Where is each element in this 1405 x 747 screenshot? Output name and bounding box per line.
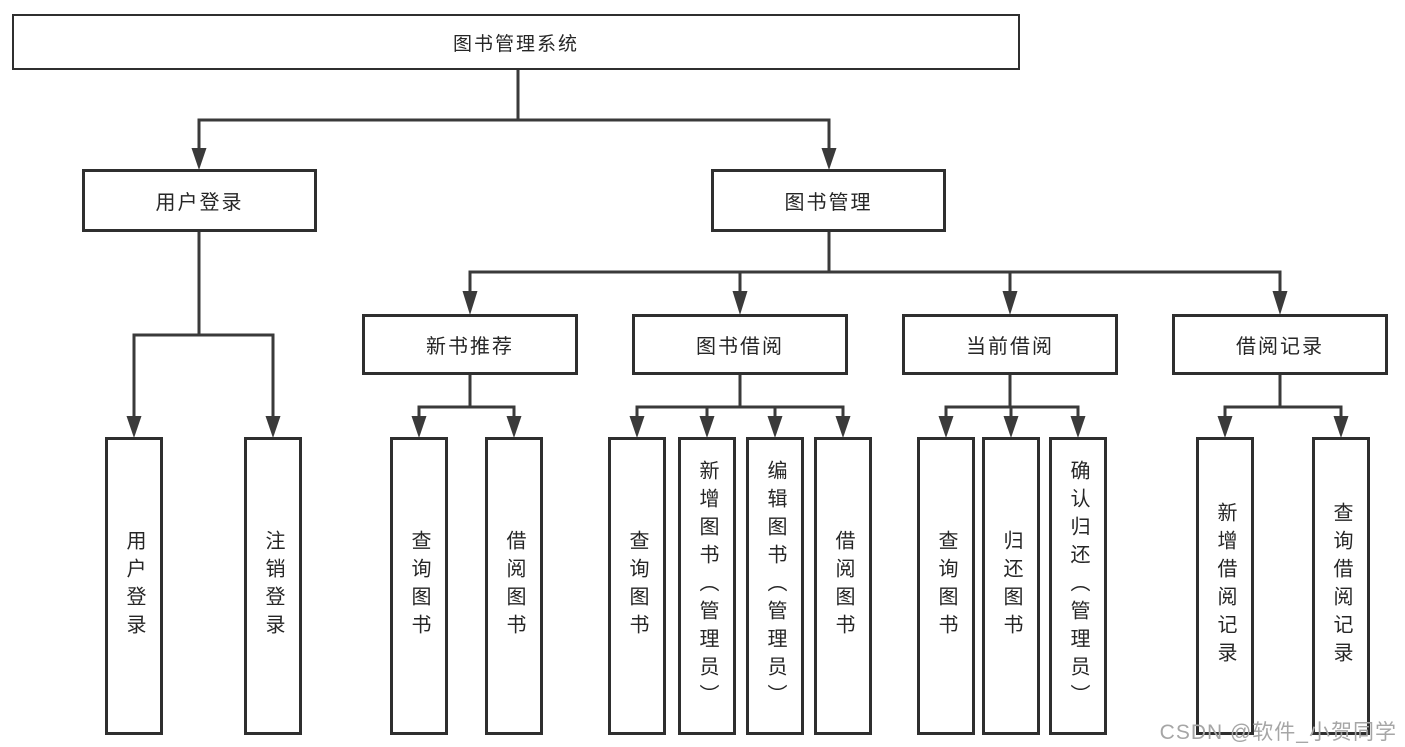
leaf-return-books: 归还图书 <box>982 437 1040 735</box>
node-label: 注销登录 <box>262 530 284 642</box>
node-label: 新增借阅记录 <box>1214 502 1236 670</box>
connector-book-management-to-level3 <box>462 232 1288 315</box>
node-label: 新书推荐 <box>426 336 514 358</box>
node-label: 借阅记录 <box>1236 336 1324 358</box>
leaf-logout: 注销登录 <box>244 437 302 735</box>
node-current-borrowing: 当前借阅 <box>902 314 1118 375</box>
leaf-query-borrow-record: 查询借阅记录 <box>1312 437 1370 735</box>
leaf-add-book-admin: 新增图书（管理员） <box>678 437 736 735</box>
node-book-management: 图书管理 <box>711 169 946 232</box>
node-label: 确认归还（管理员） <box>1067 460 1089 712</box>
node-book-borrowing: 图书借阅 <box>632 314 848 375</box>
leaf-confirm-return-admin: 确认归还（管理员） <box>1049 437 1107 735</box>
connector-user-login-to-leaves <box>126 232 281 438</box>
node-label: 编辑图书（管理员） <box>764 460 786 712</box>
node-label: 借阅图书 <box>832 530 854 642</box>
node-new-book-recommendation: 新书推荐 <box>362 314 578 375</box>
node-label: 图书管理系统 <box>452 33 579 55</box>
node-library-management-system: 图书管理系统 <box>12 14 1020 70</box>
node-label: 图书借阅 <box>696 336 784 358</box>
connector-book-borrowing-to-leaves <box>629 374 851 438</box>
node-label: 借阅图书 <box>503 530 525 642</box>
leaf-borrow-books-recommend: 借阅图书 <box>485 437 543 735</box>
connector-new-book-to-leaves <box>411 374 522 438</box>
leaf-query-books-recommend: 查询图书 <box>390 437 448 735</box>
leaf-add-borrow-record: 新增借阅记录 <box>1196 437 1254 735</box>
node-label: 归还图书 <box>1000 530 1022 642</box>
node-user-login: 用户登录 <box>82 169 317 232</box>
node-label: 用户登录 <box>123 530 145 642</box>
node-label: 当前借阅 <box>966 336 1054 358</box>
node-label: 新增图书（管理员） <box>696 460 718 712</box>
leaf-query-books-borrowing: 查询图书 <box>608 437 666 735</box>
connector-root-to-level2 <box>191 70 837 170</box>
node-label: 用户登录 <box>155 192 244 214</box>
leaf-borrow-books-borrowing: 借阅图书 <box>814 437 872 735</box>
node-label: 查询借阅记录 <box>1330 502 1352 670</box>
node-label: 查询图书 <box>408 530 430 642</box>
connector-borrowing-records-to-leaves <box>1217 374 1349 438</box>
connector-current-borrowing-to-leaves <box>938 374 1086 438</box>
node-label: 图书管理 <box>784 192 873 214</box>
leaf-query-books-current: 查询图书 <box>917 437 975 735</box>
csdn-watermark: CSDN @软件_小贺同学 <box>1159 721 1397 744</box>
node-label: 查询图书 <box>626 530 648 642</box>
node-borrowing-records: 借阅记录 <box>1172 314 1388 375</box>
leaf-user-login: 用户登录 <box>105 437 163 735</box>
leaf-edit-book-admin: 编辑图书（管理员） <box>746 437 804 735</box>
node-label: 查询图书 <box>935 530 957 642</box>
